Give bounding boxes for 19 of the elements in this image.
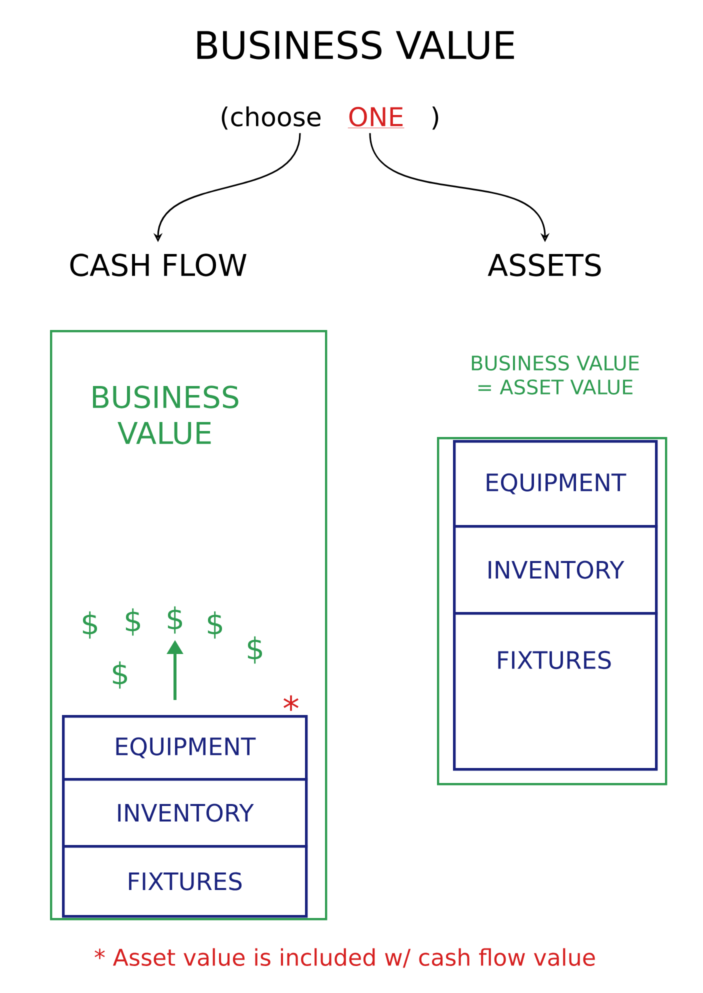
table-row: INVENTORY (62, 778, 308, 848)
choice-text: (choose ONE ) (222, 106, 438, 130)
table-row: FIXTURES (453, 612, 658, 771)
title: BUSINESS VALUE (197, 30, 514, 60)
heading: CASH FLOW (70, 254, 246, 276)
table-row: FIXTURES (62, 845, 308, 918)
table-row: INVENTORY (453, 525, 658, 615)
table-row: EQUIPMENT (453, 440, 658, 528)
dollar-sign: $ (168, 606, 182, 634)
node-label: BUSINESS VALUE = ASSET VALUE (472, 355, 639, 395)
table-row: EQUIPMENT (62, 715, 308, 781)
dollar-sign: $ (112, 661, 128, 689)
dollar-sign: $ (82, 611, 98, 639)
footnote: * Asset value is included w/ cash flow value (94, 948, 595, 968)
dollar-sign: $ (248, 636, 262, 664)
asterisk: * (284, 695, 298, 711)
dollar-sign: $ (208, 611, 222, 639)
heading: ASSETS (488, 254, 601, 276)
dollar-sign: $ (126, 608, 140, 636)
